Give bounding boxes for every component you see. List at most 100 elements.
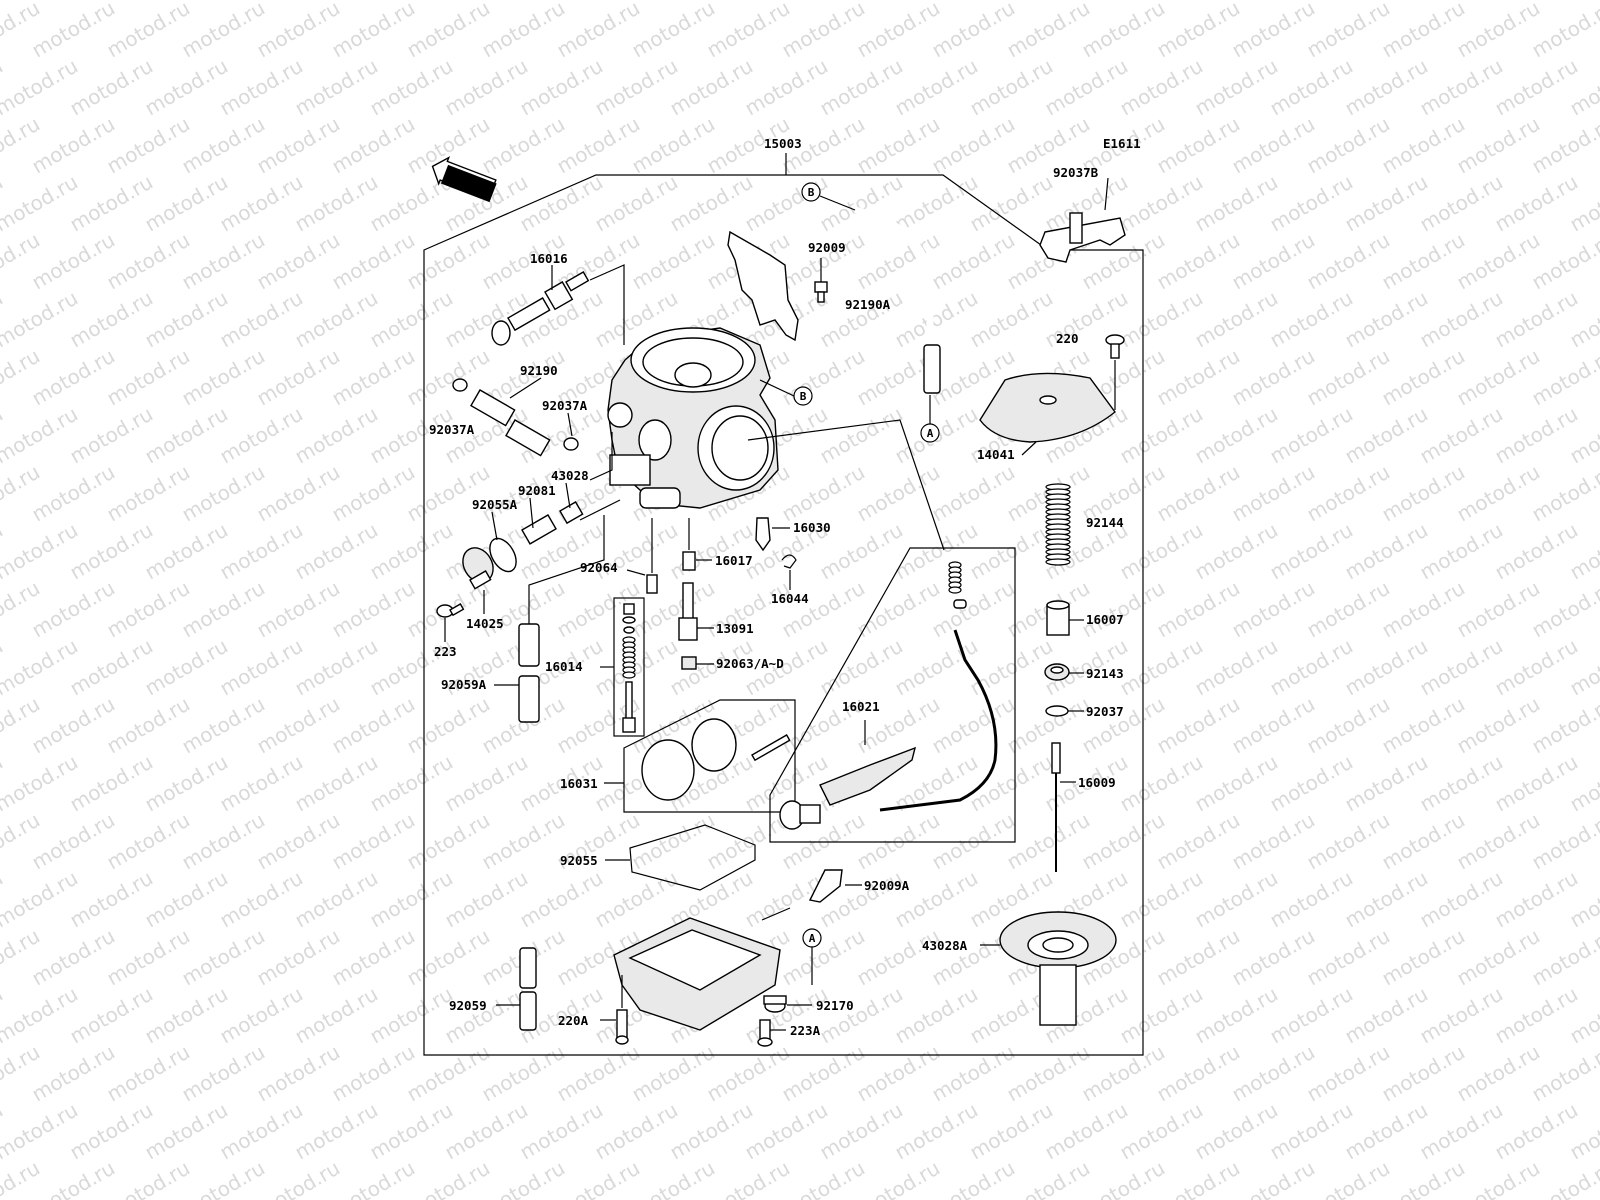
watermark-text: motod.ru [703, 0, 794, 62]
needle-valve-16030 [755, 517, 771, 552]
watermark-text: motod.ru [1003, 0, 1094, 62]
watermark-text: motod.ru [478, 1040, 569, 1107]
tube-92059-lower [519, 991, 537, 1031]
watermark-text: motod.ru [291, 518, 382, 585]
watermark-text: motod.ru [403, 228, 494, 295]
clip-92037A [563, 437, 579, 451]
watermark-text: motod.ru [328, 228, 419, 295]
watermark-text: motod.ru [291, 866, 382, 933]
watermark-text: motod.ru [1453, 1040, 1544, 1107]
label-16007: 16007 [1086, 612, 1124, 627]
watermark-text: motod.ru [28, 460, 119, 527]
clip-92037 [1045, 705, 1069, 717]
watermark-text: motod.ru [1378, 692, 1469, 759]
watermark-text: motod.ru [103, 576, 194, 643]
watermark-text: motod.ru [1078, 576, 1169, 643]
watermark-text: motod.ru [1191, 866, 1282, 933]
watermark-text: motod.ru [141, 750, 232, 817]
watermark-text: motod.ru [1453, 0, 1544, 62]
watermark-text: motod.ru [403, 460, 494, 527]
carburetor-body [607, 327, 779, 509]
kit-16021-box [769, 547, 1016, 843]
watermark-text: motod.ru [328, 808, 419, 875]
watermark-text: motod.ru [253, 924, 344, 991]
watermark-text: motod.ru [1228, 1040, 1319, 1107]
watermark-text: motod.ru [178, 576, 269, 643]
watermark-text: motod.ru [216, 170, 307, 237]
watermark-text: motod.ru [628, 808, 719, 875]
watermark-text: motod.ru [1416, 286, 1507, 353]
watermark-text: motod.ru [328, 576, 419, 643]
watermark-text: motod.ru [1378, 924, 1469, 991]
watermark-text: motod.ru [1341, 170, 1432, 237]
watermark-text: motod.ru [478, 0, 569, 62]
watermark-text: motod.ru [1078, 692, 1169, 759]
watermark-text: motod.ru [1041, 1098, 1132, 1165]
watermark-text: motod.ru [1191, 982, 1282, 1049]
watermark-text: motod.ru [553, 0, 644, 62]
watermark-text: motod.ru [928, 228, 1019, 295]
watermark-text: motod.ru [1116, 634, 1207, 701]
watermark-text: motod.ru [1528, 112, 1600, 179]
watermark-text: motod.ru [178, 692, 269, 759]
watermark-text: motod.ru [28, 576, 119, 643]
watermark-text: motod.ru [328, 924, 419, 991]
watermark-text: motod.ru [1453, 228, 1544, 295]
screw-220A [615, 1009, 629, 1045]
watermark-text: motod.ru [1341, 866, 1432, 933]
svg-text:B: B [800, 390, 807, 403]
watermark-text: motod.ru [1266, 54, 1357, 121]
watermark-text: motod.ru [291, 286, 382, 353]
watermark-text: motod.ru [366, 750, 457, 817]
watermark-text: motod.ru [141, 54, 232, 121]
watermark-text: motod.ru [1078, 0, 1169, 62]
watermark-text: motod.ru [403, 924, 494, 991]
watermark-text: motod.ru [1266, 286, 1357, 353]
watermark-text: motod.ru [1003, 692, 1094, 759]
watermark-text: motod.ru [666, 54, 757, 121]
watermark-text: motod.ru [1378, 228, 1469, 295]
watermark-text: motod.ru [28, 344, 119, 411]
watermark-text: motod.ru [1491, 402, 1582, 469]
watermark-text: motod.ru [1491, 982, 1582, 1049]
watermark-text: motod.ru [328, 460, 419, 527]
holder-16007 [1046, 600, 1070, 636]
watermark-text: motod.ru [1528, 460, 1600, 527]
label-16014: 16014 [545, 659, 583, 674]
watermark-text: motod.ru [328, 1040, 419, 1107]
spring-92081 [521, 514, 557, 545]
watermark-text: motod.ru [1378, 0, 1469, 62]
watermark-text: motod.ru [1191, 402, 1282, 469]
watermark-text: motod.ru [141, 402, 232, 469]
watermark-text: motod.ru [1416, 982, 1507, 1049]
watermark-text: motod.ru [103, 460, 194, 527]
watermark-text: motod.ru [1116, 54, 1207, 121]
watermark-text: motod.ru [291, 750, 382, 817]
watermark-text: motod.ru [0, 402, 82, 469]
watermark-text: motod.ru [103, 692, 194, 759]
watermark-text: motod.ru [1116, 170, 1207, 237]
watermark-text: motod.ru [253, 1040, 344, 1107]
screw-223A [757, 1019, 773, 1047]
watermark-text: motod.ru [1228, 576, 1319, 643]
cover-14025 [462, 547, 494, 590]
watermark-text: motod.ru [28, 692, 119, 759]
watermark-text: motod.ru [516, 866, 607, 933]
watermark-text: motod.ru [816, 54, 907, 121]
kit-16031-box [623, 699, 796, 813]
watermark-text: motod.ru [1378, 808, 1469, 875]
watermark-text: motod.ru [591, 54, 682, 121]
watermark-text: motod.ru [216, 750, 307, 817]
watermark-text: motod.ru [1266, 634, 1357, 701]
watermark-text: motod.ru [1453, 576, 1544, 643]
watermark-text: motod.ru [1116, 866, 1207, 933]
watermark-text: motod.ru [966, 54, 1057, 121]
watermark-text: motod.ru [1191, 518, 1282, 585]
watermark-text: motod.ru [1228, 460, 1319, 527]
watermark-text: motod.ru [816, 982, 907, 1049]
watermark-text: motod.ru [253, 0, 344, 62]
watermark-text: motod.ru [1453, 808, 1544, 875]
watermark-text: motod.ru [66, 982, 157, 1049]
watermark-text: motod.ru [1528, 692, 1600, 759]
